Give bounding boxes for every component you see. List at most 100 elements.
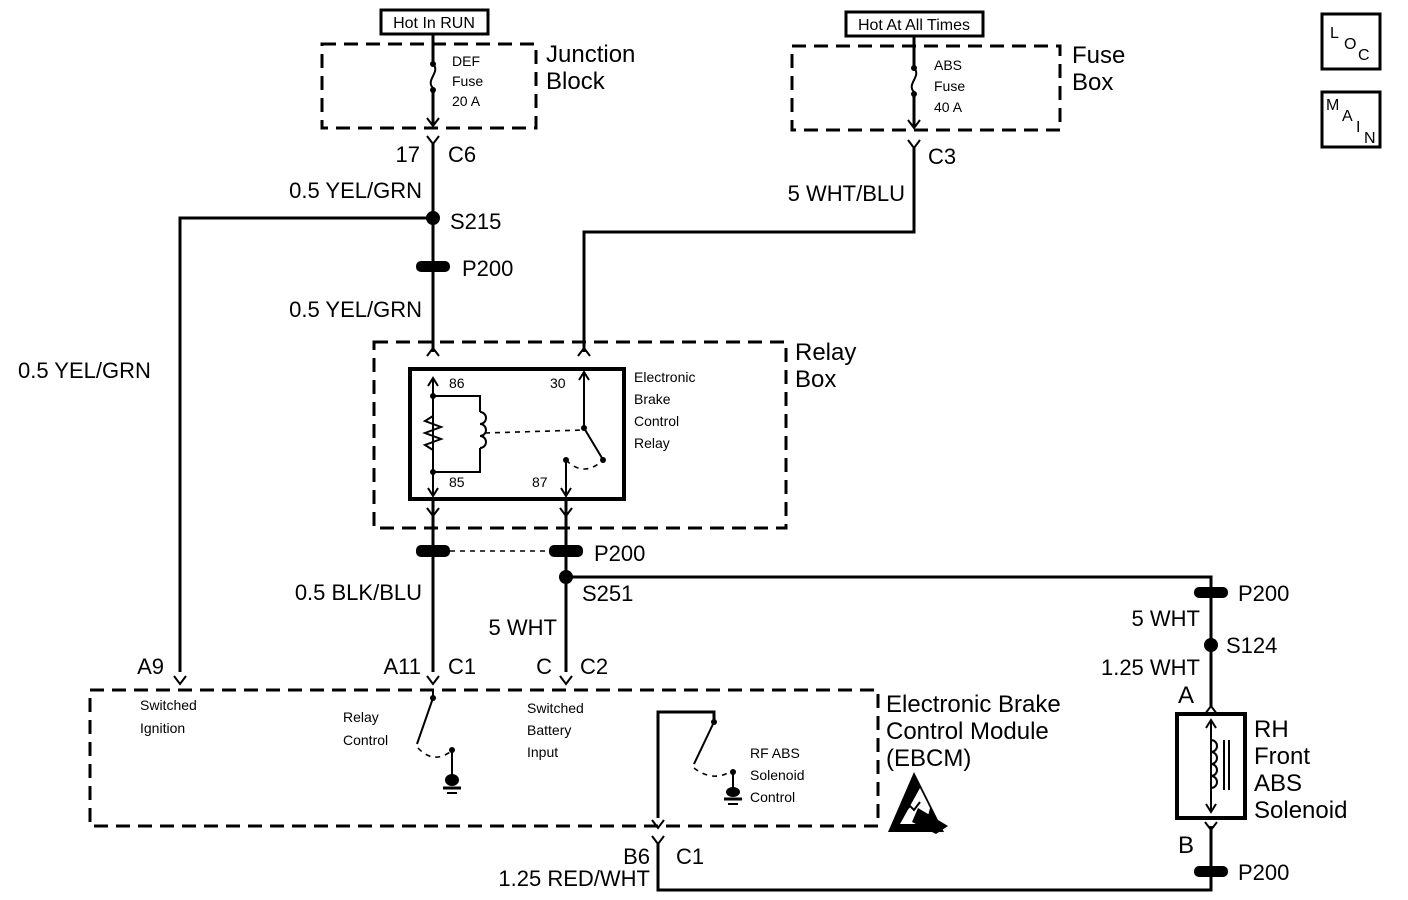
svg-text:RF ABS: RF ABS bbox=[750, 745, 800, 761]
svg-text:Fuse: Fuse bbox=[452, 73, 483, 89]
svg-text:L: L bbox=[1330, 25, 1339, 42]
svg-text:Relay: Relay bbox=[634, 435, 670, 451]
svg-text:Solenoid: Solenoid bbox=[750, 767, 805, 783]
svg-text:Fuse: Fuse bbox=[1072, 42, 1125, 69]
svg-text:C: C bbox=[1358, 47, 1370, 64]
rf-abs-solenoid-control: RF ABS Solenoid Control bbox=[656, 710, 805, 818]
svg-text:B: B bbox=[1178, 832, 1194, 859]
svg-text:30: 30 bbox=[550, 375, 566, 391]
wire-yel-grn: 0.5 YEL/GRN 0.5 YEL/GRN 0.5 YEL/GRN bbox=[18, 144, 435, 672]
splice-s251: S251 bbox=[559, 570, 633, 606]
svg-text:S215: S215 bbox=[450, 209, 501, 234]
svg-text:5 WHT: 5 WHT bbox=[489, 615, 557, 640]
ebc-relay: 86 85 30 87 Electronic Brake Control Rel… bbox=[408, 346, 695, 501]
svg-text:C: C bbox=[536, 654, 552, 679]
svg-text:P200: P200 bbox=[462, 256, 513, 281]
abs-fuse: ABS Fuse 40 A bbox=[907, 36, 965, 130]
connector-p200-right-lower: P200 bbox=[1194, 821, 1289, 885]
svg-text:Switched: Switched bbox=[140, 697, 197, 713]
def-fuse: DEF Fuse 20 A bbox=[426, 34, 483, 128]
svg-text:P200: P200 bbox=[1238, 581, 1289, 606]
svg-text:(EBCM): (EBCM) bbox=[886, 745, 971, 772]
svg-text:85: 85 bbox=[449, 474, 465, 490]
connector-p200-middle: P200 bbox=[416, 541, 645, 566]
esd-warning-icon bbox=[888, 772, 948, 834]
svg-text:Electronic Brake: Electronic Brake bbox=[886, 691, 1061, 718]
svg-text:Control: Control bbox=[750, 789, 795, 805]
svg-text:1.25 RED/WHT: 1.25 RED/WHT bbox=[498, 866, 650, 891]
svg-text:Relay: Relay bbox=[795, 339, 856, 366]
svg-text:1.25 WHT: 1.25 WHT bbox=[1101, 655, 1200, 680]
svg-text:B6: B6 bbox=[623, 844, 650, 869]
svg-text:Battery: Battery bbox=[527, 722, 571, 738]
svg-text:86: 86 bbox=[449, 375, 465, 391]
wire-wht-blu: 5 WHT/BLU bbox=[582, 148, 916, 352]
svg-text:M: M bbox=[1326, 97, 1339, 114]
svg-text:20 A: 20 A bbox=[452, 93, 481, 109]
svg-text:Relay: Relay bbox=[343, 709, 379, 725]
ebcm-module: Electronic Brake Control Module (EBCM) bbox=[88, 688, 1061, 828]
svg-text:ABS: ABS bbox=[934, 57, 962, 73]
svg-text:Solenoid: Solenoid bbox=[1254, 797, 1347, 824]
svg-text:A: A bbox=[1178, 682, 1194, 709]
relay-outputs bbox=[426, 500, 573, 545]
svg-text:Junction: Junction bbox=[546, 41, 635, 68]
svg-text:Hot At All Times: Hot At All Times bbox=[858, 17, 970, 34]
svg-text:5 WHT: 5 WHT bbox=[1132, 606, 1200, 631]
svg-text:0.5 YEL/GRN: 0.5 YEL/GRN bbox=[289, 178, 422, 203]
svg-text:87: 87 bbox=[532, 474, 548, 490]
svg-text:C6: C6 bbox=[448, 142, 476, 167]
svg-text:N: N bbox=[1364, 130, 1376, 147]
svg-text:C2: C2 bbox=[580, 654, 608, 679]
svg-text:Box: Box bbox=[1072, 69, 1113, 96]
svg-text:Front: Front bbox=[1254, 743, 1310, 770]
splice-s124: S124 bbox=[1204, 633, 1277, 658]
svg-text:Fuse: Fuse bbox=[934, 78, 965, 94]
loc-icon: L O C bbox=[1320, 12, 1382, 71]
svg-text:Brake: Brake bbox=[634, 391, 671, 407]
svg-text:A11: A11 bbox=[383, 654, 421, 679]
svg-text:RH: RH bbox=[1254, 716, 1289, 743]
splice-s215: S215 bbox=[426, 209, 501, 234]
svg-text:C1: C1 bbox=[676, 844, 704, 869]
svg-text:Electronic: Electronic bbox=[634, 369, 695, 385]
svg-text:Control: Control bbox=[343, 732, 388, 748]
svg-text:DEF: DEF bbox=[452, 53, 480, 69]
svg-text:I: I bbox=[1356, 119, 1360, 136]
rh-front-abs-solenoid: RH Front ABS Solenoid A B bbox=[1175, 682, 1347, 859]
svg-text:P200: P200 bbox=[1238, 860, 1289, 885]
svg-text:C1: C1 bbox=[448, 654, 476, 679]
svg-text:Input: Input bbox=[527, 744, 558, 760]
main-icon: M A I N bbox=[1320, 90, 1382, 149]
svg-text:0.5 YEL/GRN: 0.5 YEL/GRN bbox=[18, 358, 151, 383]
svg-text:Ignition: Ignition bbox=[140, 720, 185, 736]
svg-text:C3: C3 bbox=[928, 144, 956, 169]
svg-text:A9: A9 bbox=[137, 654, 164, 679]
ebcm-connector-row: A9 A11 C1 C C2 B6 C1 bbox=[137, 654, 704, 869]
hot-in-run-label: Hot In RUN bbox=[379, 8, 490, 36]
svg-text:5 WHT/BLU: 5 WHT/BLU bbox=[788, 181, 905, 206]
svg-text:S251: S251 bbox=[582, 581, 633, 606]
svg-text:Block: Block bbox=[546, 68, 606, 95]
svg-text:S124: S124 bbox=[1226, 633, 1277, 658]
fuse-box: Fuse Box bbox=[790, 42, 1125, 132]
relay-box: Relay Box bbox=[372, 339, 856, 530]
svg-text:0.5 YEL/GRN: 0.5 YEL/GRN bbox=[289, 297, 422, 322]
svg-text:0.5 BLK/BLU: 0.5 BLK/BLU bbox=[295, 580, 422, 605]
svg-text:40 A: 40 A bbox=[934, 99, 963, 115]
relay-control-driver: Relay Control bbox=[343, 690, 461, 794]
svg-text:O: O bbox=[1344, 36, 1356, 53]
hot-at-all-times-label: Hot At All Times bbox=[844, 10, 985, 38]
switched-ignition-input: Switched Ignition bbox=[140, 697, 197, 736]
svg-text:Control Module: Control Module bbox=[886, 718, 1049, 745]
svg-text:P200: P200 bbox=[594, 541, 645, 566]
wire-wht-ebcm: 5 WHT bbox=[489, 557, 568, 672]
svg-text:Switched: Switched bbox=[527, 700, 584, 716]
wire-wht-right: 5 WHT 1.25 WHT bbox=[566, 575, 1213, 706]
svg-text:Box: Box bbox=[795, 366, 836, 393]
junction-block: Junction Block bbox=[320, 41, 635, 130]
svg-text:A: A bbox=[1342, 108, 1353, 125]
switched-battery-input: Switched Battery Input bbox=[527, 700, 584, 760]
svg-text:Hot In RUN: Hot In RUN bbox=[393, 15, 475, 32]
